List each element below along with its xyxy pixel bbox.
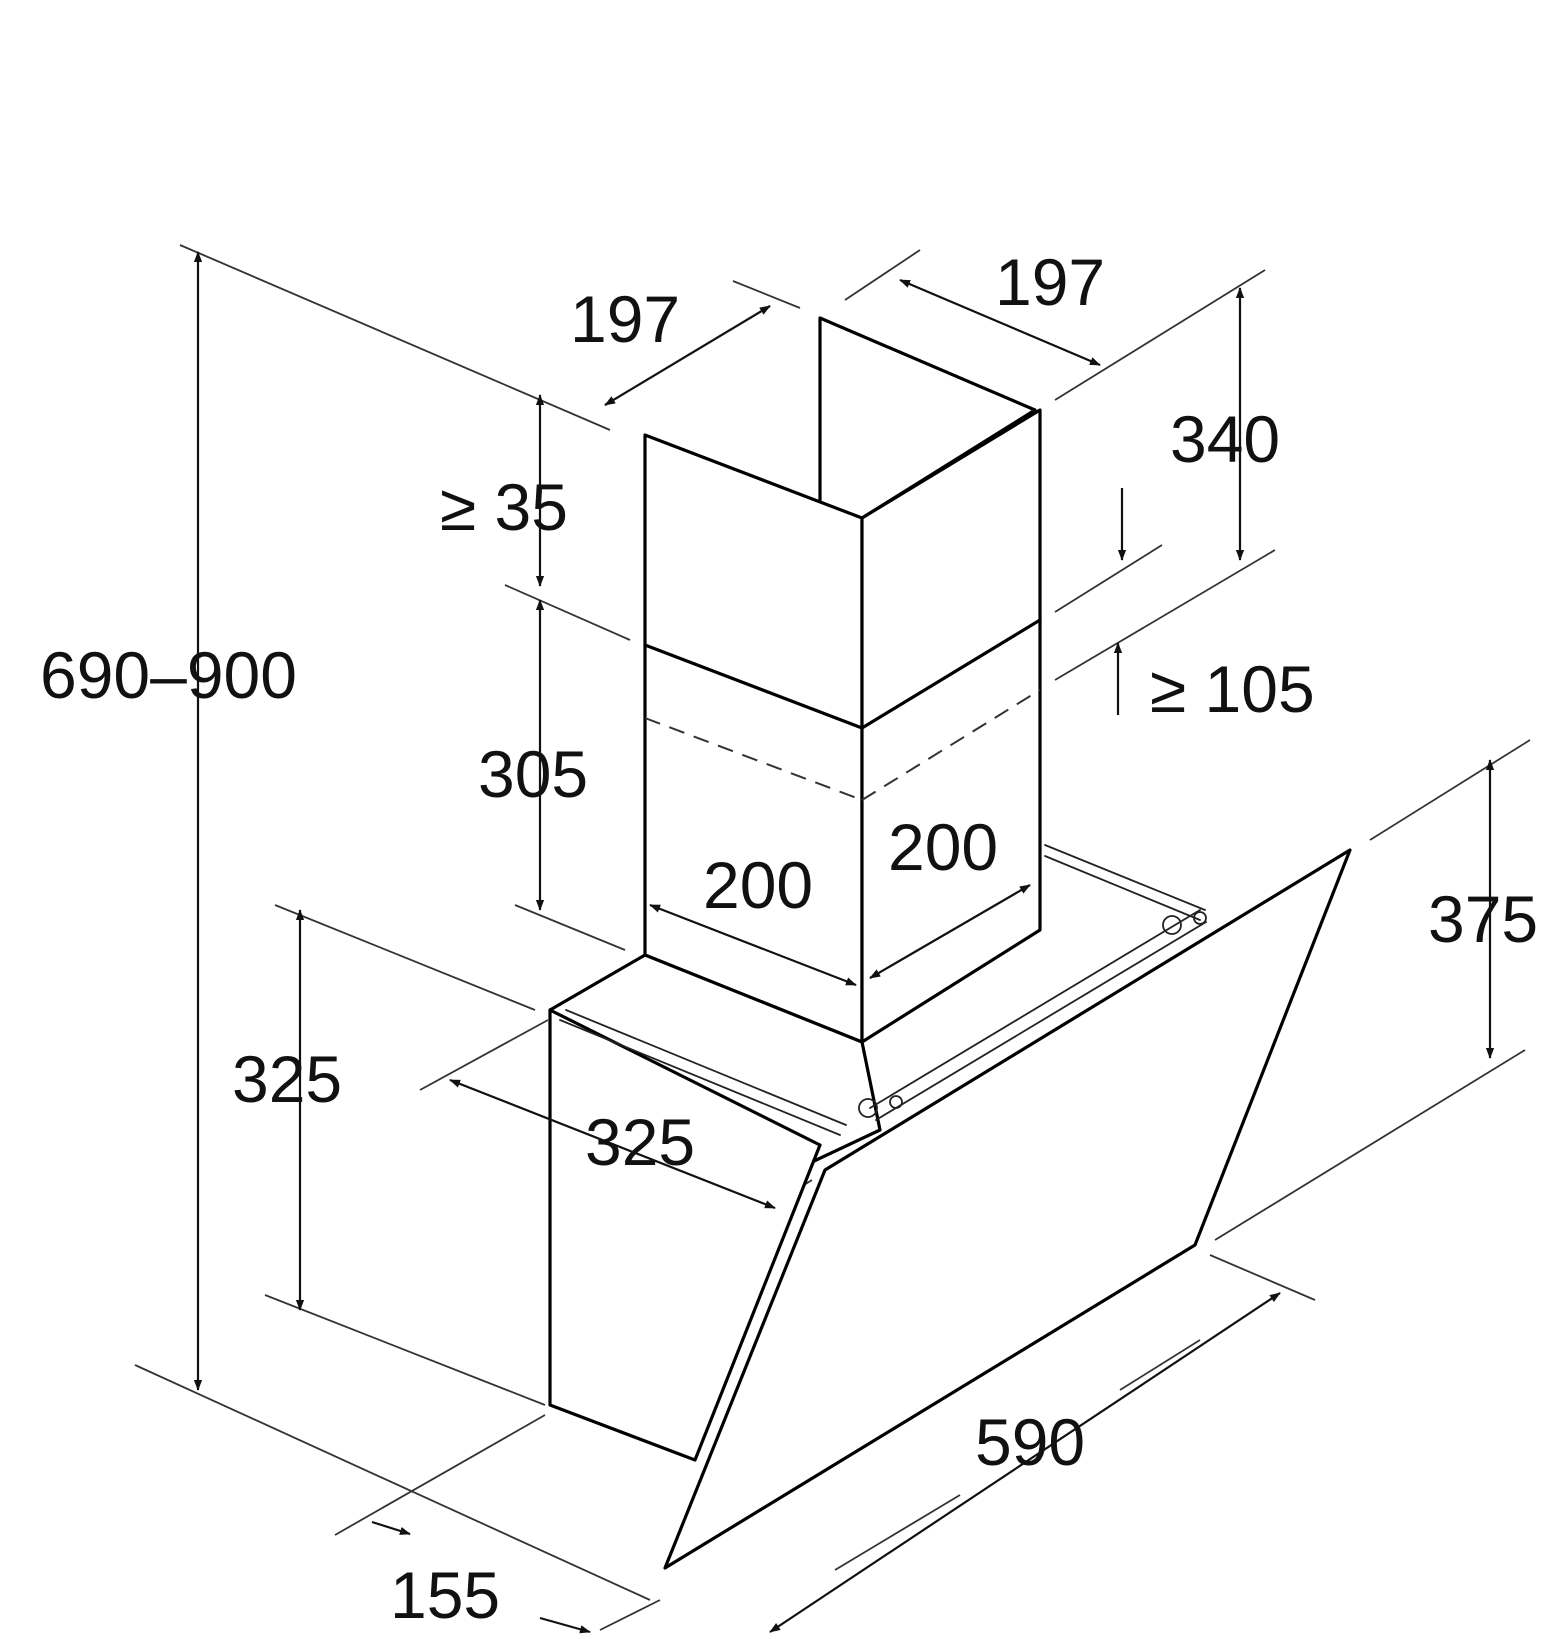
- chimney-left-face: [643, 433, 864, 1044]
- chimney-right-face: [860, 408, 1042, 1044]
- label-total-height: 690–900: [40, 638, 297, 712]
- label-gap-bottom: ≥ 105: [1150, 652, 1315, 726]
- chimney-seam-left: [643, 643, 864, 730]
- label-chimney-depth-right: 200: [888, 810, 998, 884]
- label-top-right-width: 197: [995, 245, 1105, 319]
- dim-panel-width: [769, 1292, 1281, 1633]
- chimney-hidden-edge-left: [644, 717, 863, 801]
- bracket-bolt-left: [858, 1098, 878, 1118]
- dimension-arrows: [193, 251, 1495, 1634]
- dim-base-depth-right: [539, 1616, 591, 1634]
- dim-top-right-width: [899, 278, 1101, 367]
- label-base-depth: 155: [390, 1558, 500, 1632]
- dim-chimney-depth-right: [869, 884, 1031, 979]
- chimney-hidden-edge-right: [861, 689, 1041, 801]
- label-chimney-lower: 305: [478, 737, 588, 811]
- label-gap-top: ≥ 35: [440, 470, 568, 544]
- chimney-seam-right: [860, 618, 1042, 730]
- label-body-height: 325: [232, 1042, 342, 1116]
- label-chimney-depth-left: 200: [703, 848, 813, 922]
- label-panel-height: 375: [1428, 882, 1538, 956]
- chimney: [643, 316, 1042, 1044]
- bracket-bolt-right: [1162, 915, 1182, 935]
- dim-top-left-width: [604, 305, 771, 406]
- dim-chimney-depth-left: [649, 903, 857, 987]
- label-body-depth: 325: [585, 1105, 695, 1179]
- dim-base-depth-left: [371, 1520, 411, 1536]
- dimension-labels: 197 197 340 ≥ 35 ≥ 105 690–900 305 200 2…: [40, 245, 1538, 1632]
- label-top-left-width: 197: [570, 282, 680, 356]
- label-chimney-upper: 340: [1170, 402, 1280, 476]
- dim-body-depth: [449, 1078, 776, 1210]
- label-panel-width: 590: [975, 1405, 1085, 1479]
